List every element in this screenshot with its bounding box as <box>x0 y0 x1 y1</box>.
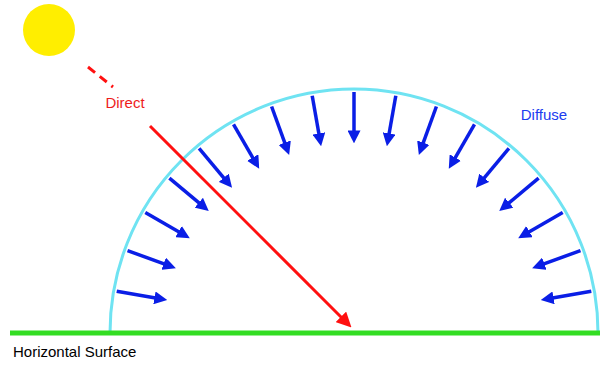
label-text: Direct <box>104 94 145 111</box>
diffuse-arrow <box>389 96 396 136</box>
diffuse-arrow <box>234 124 255 160</box>
diffuse-arrows <box>117 92 592 298</box>
sky-dome <box>110 89 598 333</box>
diffuse-arrow <box>145 213 181 234</box>
diffuse-arrow <box>117 291 157 298</box>
diffuse-arrow <box>507 178 538 204</box>
diffuse-arrow <box>169 178 200 204</box>
diffuse-label: Diffuse <box>520 106 568 124</box>
diffuse-arrow <box>542 251 581 265</box>
direct-ray <box>150 126 343 319</box>
diffuse-arrow <box>454 124 475 160</box>
diffuse-arrow <box>483 148 509 179</box>
diffuse-arrow <box>272 107 286 146</box>
diffuse-arrow <box>551 291 591 298</box>
direct-label: Direct <box>104 94 145 112</box>
label-text: Horizontal Surface <box>12 343 137 360</box>
horizontal-surface <box>10 331 600 336</box>
diffuse-arrow <box>199 148 225 179</box>
surface-label: Horizontal Surface <box>12 343 137 361</box>
diffuse-arrow <box>128 251 167 265</box>
direct-ray-dashed <box>88 67 113 87</box>
diffuse-arrow <box>422 107 436 146</box>
diffuse-arrow <box>312 96 319 136</box>
label-text: Diffuse <box>520 106 568 123</box>
sun <box>23 4 75 56</box>
diffuse-arrow <box>527 213 563 234</box>
diffuse-arrow <box>352 92 356 133</box>
